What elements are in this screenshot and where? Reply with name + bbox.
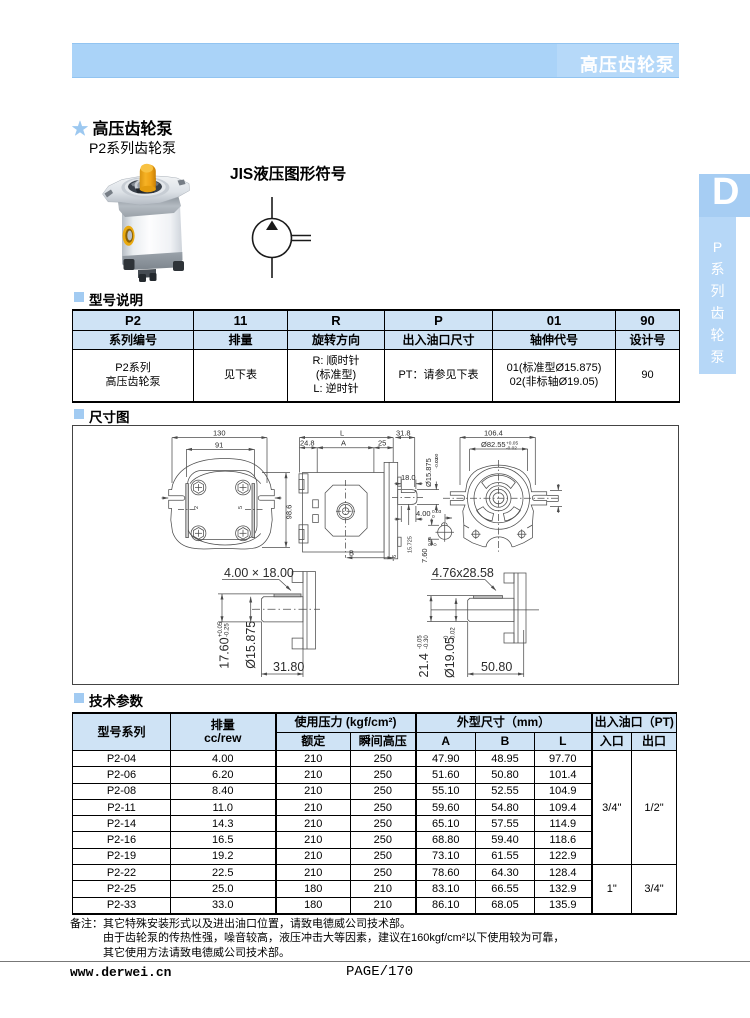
- svg-text:4.76x28.58: 4.76x28.58: [432, 566, 494, 580]
- svg-text:L: L: [340, 429, 344, 438]
- svg-text:A: A: [341, 439, 346, 448]
- svg-text:-0.25: -0.25: [225, 623, 231, 637]
- svg-text:50.80: 50.80: [481, 660, 512, 674]
- svg-text:98.6: 98.6: [285, 505, 294, 520]
- svg-text:-0.02: -0.02: [506, 446, 517, 452]
- svg-text:-0.03: -0.03: [434, 457, 440, 468]
- svg-text:B: B: [349, 549, 354, 558]
- svg-text:-0.02: -0.02: [451, 627, 457, 641]
- svg-text:0: 0: [433, 543, 439, 546]
- svg-text:-0: -0: [444, 635, 450, 641]
- svg-text:31.80: 31.80: [273, 660, 304, 674]
- svg-text:106.4: 106.4: [484, 428, 503, 437]
- svg-text:Ø15.875: Ø15.875: [244, 621, 258, 669]
- svg-text:91: 91: [215, 440, 223, 449]
- svg-text:0.03: 0.03: [432, 509, 442, 515]
- svg-text:31.8: 31.8: [396, 429, 411, 438]
- svg-text:-0.05: -0.05: [418, 635, 424, 649]
- svg-text:25: 25: [378, 439, 386, 448]
- svg-text:4.00 × 18.00: 4.00 × 18.00: [224, 566, 294, 580]
- svg-text:0.05: 0.05: [427, 536, 433, 546]
- svg-text:-0.30: -0.30: [424, 635, 430, 649]
- svg-text:4.00: 4.00: [416, 509, 431, 518]
- svg-text:18.0: 18.0: [401, 473, 416, 482]
- svg-text:Ø82.55: Ø82.55: [481, 440, 506, 449]
- svg-text:21.4: 21.4: [417, 653, 431, 677]
- svg-text:0: 0: [432, 514, 435, 520]
- svg-text:Ø19.05: Ø19.05: [443, 637, 457, 678]
- svg-text:17.60: 17.60: [218, 637, 232, 668]
- svg-text:6: 6: [392, 555, 398, 558]
- svg-text:Ø15.875: Ø15.875: [424, 458, 433, 487]
- svg-text:0.00: 0.00: [434, 453, 440, 463]
- svg-text:7.60: 7.60: [420, 548, 429, 563]
- svg-text:15.725: 15.725: [408, 536, 414, 553]
- svg-text:24.8: 24.8: [300, 439, 315, 448]
- svg-text:2: 2: [194, 506, 200, 509]
- svg-text:+0.05: +0.05: [506, 441, 518, 447]
- svg-text:+0.05: +0.05: [218, 621, 224, 637]
- svg-text:130: 130: [213, 429, 226, 438]
- svg-text:5: 5: [238, 506, 244, 509]
